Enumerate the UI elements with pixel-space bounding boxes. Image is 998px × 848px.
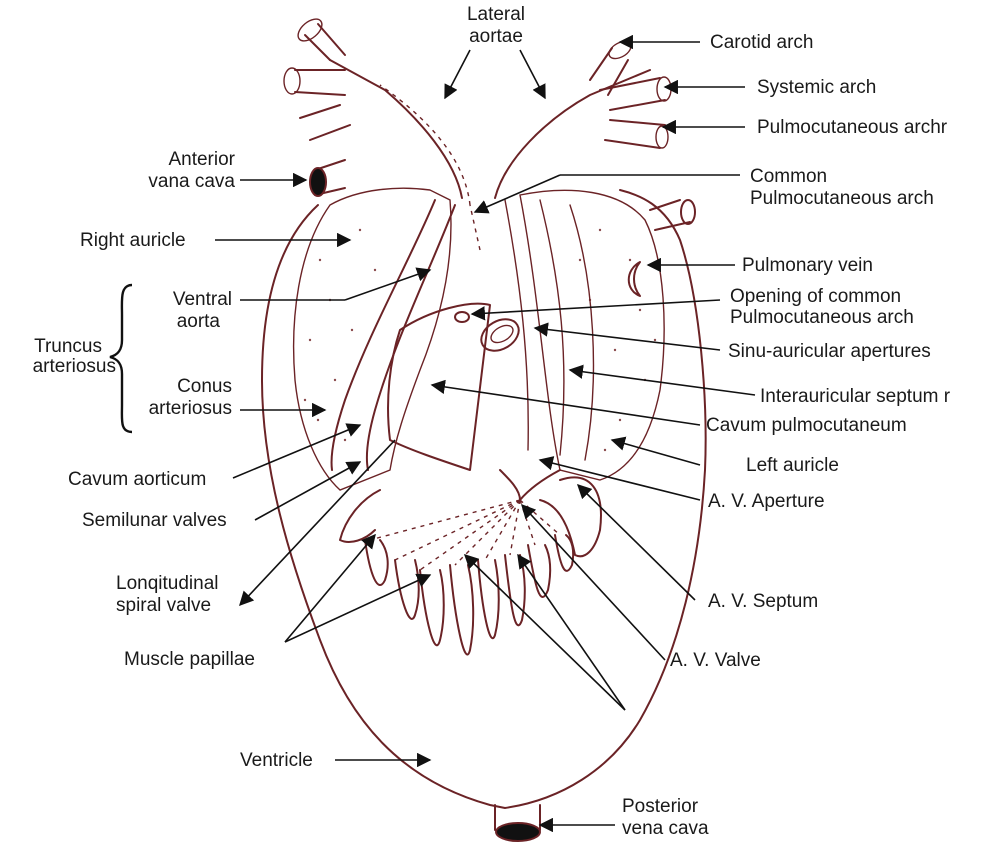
leader-common-pulmocutaneous-2 [475,175,560,212]
ventral-aorta-band-inner [367,205,455,470]
label-conus-2: arteriosus [149,398,232,419]
muscle-papillae [365,535,573,654]
leader-lateral-aortae-left [445,50,470,98]
ventricle-outline [262,190,706,808]
truncus-left-wall [330,60,462,198]
label-posterior-vena-cava-1: Posterior [622,796,699,817]
label-systemic-arch: Systemic arch [757,77,876,98]
truncus-right-wall [495,70,650,198]
label-right-auricle: Right auricle [80,230,186,251]
label-muscle-papillae: Muscle papillae [124,649,255,670]
heart-illustration [262,15,706,841]
label-truncus-2: arteriosus [33,356,116,377]
conus-arteriosus-shape [388,304,490,470]
common-pulmocutaneous-opening [455,312,469,322]
label-pulmocutaneous-arch: Pulmocutaneous archr [757,117,948,138]
label-left-auricle: Left auricle [746,455,839,476]
leader-cavum-aorticum [233,425,360,478]
left-systemic-opening [284,68,300,94]
label-posterior-vena-cava-2: vena cava [622,818,709,839]
pulmonary-vein-crescent [629,262,640,296]
label-conus-1: Conus [177,376,232,397]
label-cavum-aorticum: Cavum aorticum [68,469,206,490]
left-carotid-arch [305,24,345,60]
label-spiral-valve-1: Lonqitudinal [116,573,218,594]
av-septum [500,470,560,500]
label-lateral-aortae-2: aortae [469,26,523,47]
interauricular-septum-2 [540,200,564,455]
label-opening-common-1: Opening of common [730,286,901,307]
leader-valve-fan-2 [518,555,625,710]
leader-muscle-papillae-2 [285,575,430,642]
label-opening-common-2: Pulmocutaneous arch [730,307,914,328]
label-ventral-aorta-2: aorta [177,311,221,332]
label-anterior-vena-cava-1: Anterior [168,149,235,170]
label-truncus-1: Truncus [34,336,102,357]
anterior-vena-cava-opening [310,168,326,196]
sinu-auricular-aperture [476,313,525,357]
av-valve-flap-left [340,490,380,542]
right-pulmocutaneous-opening [656,126,668,148]
right-systemic-opening [657,77,671,101]
leader-opening-common [472,300,720,314]
auricle-stipple [304,229,656,451]
label-common-pulmocutaneous-2: Pulmocutaneous arch [750,188,934,209]
label-lateral-aortae-1: Lateral [467,4,525,25]
label-anterior-vena-cava-2: vana cava [148,171,235,192]
leader-muscle-papillae-1 [285,535,375,642]
label-carotid-arch: Carotid arch [710,32,814,53]
label-common-pulmocutaneous-1: Common [750,166,827,187]
label-sinu-auricular: Sinu-auricular apertures [728,341,931,362]
lateral-aorta-dashed [380,85,470,205]
label-cavum-pulmocutaneum: Cavum pulmocutaneum [706,415,907,436]
right-systemic-arch [600,78,665,110]
label-interauricular-septum: Interauricular septum r [760,386,951,407]
label-ventral-aorta-1: Ventral [173,289,232,310]
label-av-valve: A. V. Valve [670,650,761,671]
label-av-septum: A. V. Septum [708,591,818,612]
posterior-vena-cava-opening [496,823,540,841]
leader-av-aperture [540,460,700,500]
label-ventricle: Ventricle [240,750,313,771]
leader-left-auricle [612,440,700,465]
left-systemic-arch [295,70,345,95]
av-valve-flap-right [540,477,601,556]
right-auricle-shape [294,188,451,490]
pulmonary-vein-opening [681,200,695,224]
label-av-aperture: A. V. Aperture [708,491,825,512]
leader-lateral-aortae-right [520,50,545,98]
leader-lines [215,42,755,825]
label-spiral-valve-2: spiral valve [116,595,211,616]
leader-av-valve [522,505,665,660]
labels: Lateral aortae Carotid arch Systemic arc… [33,4,951,839]
pulmonary-vein-tube [650,200,690,230]
label-pulmonary-vein: Pulmonary vein [742,255,873,276]
label-semilunar-valves: Semilunar valves [82,510,227,531]
left-pulmocutaneous-arch [300,105,350,140]
